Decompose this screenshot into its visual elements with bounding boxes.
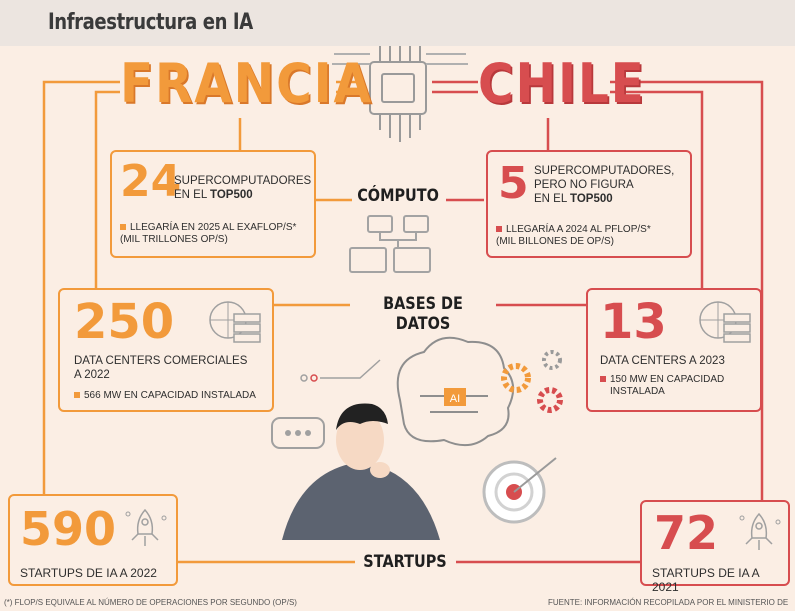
section-startups: STARTUPS <box>363 552 447 572</box>
chile-data-note: 150 MW EN CAPACIDAD INSTALADA <box>600 374 724 398</box>
target-icon <box>482 457 557 524</box>
france-startups-card: 590 STARTUPS DE IA A 2022 <box>8 494 178 586</box>
servers-icon <box>349 215 431 273</box>
chile-supercomputers-card: 5 SUPERCOMPUTADORES, PERO NO FIGURA EN E… <box>486 150 692 258</box>
chat-bubble-icon <box>271 417 325 449</box>
gears-icon <box>501 350 563 413</box>
server-globe-icon <box>699 301 751 343</box>
france-data-note: 566 MW EN CAPACIDAD INSTALADA <box>74 390 256 402</box>
page-title: Infraestructura en IA <box>48 10 253 35</box>
header-bar <box>0 0 795 46</box>
france-super-number: 24 <box>120 156 182 207</box>
chile-data-number: 13 <box>600 294 667 350</box>
france-datacenters-card: 250 DATA CENTERS COMERCIALES A 2022 566 … <box>58 288 274 412</box>
france-data-number: 250 <box>74 294 175 350</box>
france-supercomputers-card: 24 SUPERCOMPUTADORES EN EL TOP500 LLEGAR… <box>110 150 316 258</box>
section-bases-de-datos: BASES DE DATOS <box>383 294 463 334</box>
chile-datacenters-card: 13 DATA CENTERS A 2023 150 MW EN CAPACID… <box>586 288 762 412</box>
chile-super-number: 5 <box>498 158 529 209</box>
section-computo: CÓMPUTO <box>357 186 439 206</box>
chile-startups-card: 72 STARTUPS DE IA A 2021 <box>640 500 790 594</box>
france-startups-label: STARTUPS DE IA A 2022 <box>20 566 157 580</box>
thinking-person-illustration <box>282 403 440 540</box>
country-france: FRANCIA <box>120 52 373 115</box>
chile-startups-label: STARTUPS DE IA A 2021 <box>652 566 759 594</box>
country-chile: CHILE <box>478 52 646 115</box>
footnote: (*) FLOP/S EQUIVALE AL NÚMERO DE OPERACI… <box>4 598 297 607</box>
france-data-text: DATA CENTERS COMERCIALES A 2022 <box>74 355 248 381</box>
chile-super-note: LLEGARÍA A 2024 AL PFLOP/S* (MIL BILLONE… <box>496 224 651 247</box>
ai-badge: AI <box>450 393 460 405</box>
rocket-icon <box>739 512 781 550</box>
france-super-note: LLEGARÍA EN 2025 AL EXAFLOP/S* (MIL TRIL… <box>120 222 297 245</box>
chile-data-text: DATA CENTERS A 2023 <box>600 355 725 367</box>
france-super-text: SUPERCOMPUTADORES EN EL TOP500 <box>174 175 312 201</box>
rocket-icon <box>125 508 167 546</box>
chile-super-text: SUPERCOMPUTADORES, PERO NO FIGURA EN EL … <box>534 165 675 205</box>
chile-startups-number: 72 <box>654 506 719 560</box>
france-startups-number: 590 <box>20 502 117 556</box>
server-globe-icon <box>209 301 261 343</box>
source-note: FUENTE: INFORMACIÓN RECOPILADA POR EL MI… <box>548 598 789 607</box>
